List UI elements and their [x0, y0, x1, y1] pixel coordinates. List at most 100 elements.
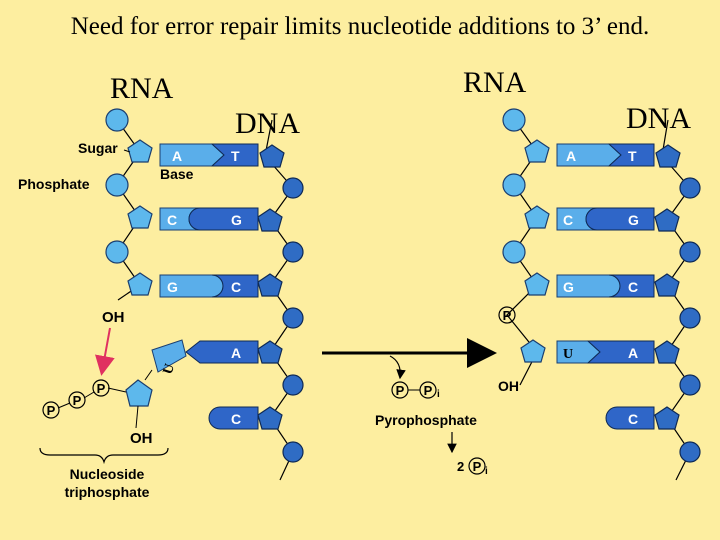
phosphate-symbol: P: [473, 459, 482, 474]
dna-sugar-node: [257, 406, 283, 430]
rna-phosphate-node: [502, 108, 526, 132]
rna-phosphate-node: [105, 173, 129, 197]
base-letter: C: [628, 279, 638, 295]
base-pair-dna: [210, 143, 259, 167]
phosphate-circle: [68, 391, 86, 409]
base-dna-only: [605, 406, 655, 430]
base-letter: A: [566, 148, 576, 164]
base-dna-only: [185, 340, 259, 364]
base-letter: C: [563, 212, 573, 228]
base-pair-dna: [586, 340, 655, 364]
rna-sugar-node: [520, 339, 546, 363]
dna-phosphate-node: [679, 441, 701, 463]
rna-sugar-node: [127, 205, 153, 229]
triphosphate-label: triphosphate: [65, 484, 150, 500]
incoming-base-letter: U: [161, 362, 178, 376]
oh-3prime-label: OH: [102, 309, 125, 326]
dna-phosphate-node: [679, 307, 701, 329]
base-pair-dna: [211, 274, 259, 298]
base-letter: A: [628, 345, 638, 361]
base-pair-dna: [607, 143, 655, 167]
left-dna-label: DNA: [235, 107, 300, 140]
rna-phosphate-node: [502, 240, 526, 264]
phosphate-symbol: P: [73, 393, 82, 408]
base-letter: A: [231, 345, 241, 361]
dna-sugar-node: [654, 340, 680, 364]
phosphate-circle: [498, 306, 516, 324]
phosphate-symbol: P: [396, 383, 405, 398]
sugar-label: Sugar: [78, 140, 118, 156]
phosphate-symbol: P: [503, 308, 512, 323]
phosphate-circle: [42, 401, 60, 419]
phosphate-symbol: P: [424, 383, 433, 398]
dna-phosphate-node: [282, 177, 304, 199]
pyrophosphate-label: Pyrophosphate: [375, 412, 477, 428]
left-rna-label: RNA: [110, 72, 174, 105]
nucleoside-label: Nucleoside: [70, 466, 145, 482]
base-letter: T: [231, 148, 240, 164]
rna-sugar-node: [127, 272, 153, 296]
base-letter: C: [628, 411, 638, 427]
base-pair-dna: [188, 207, 259, 231]
oh-incoming-label: OH: [130, 430, 153, 447]
attack-arrow: [95, 327, 115, 376]
rna-sugar-node: [524, 272, 550, 296]
phosphate-circle: [92, 379, 110, 397]
phosphate-symbol: P: [97, 381, 106, 396]
base-letter: C: [231, 279, 241, 295]
dna-phosphate-node: [679, 241, 701, 263]
dna-sugar-node: [257, 273, 283, 297]
base-letter: U: [563, 347, 573, 362]
rna-phosphate-node: [105, 108, 129, 132]
dna-sugar-node: [654, 208, 680, 232]
base-dna-only: [208, 406, 259, 430]
dna-phosphate-node: [282, 241, 304, 263]
rna-sugar-node: [524, 205, 550, 229]
dna-sugar-node: [259, 144, 285, 168]
base-label: Base: [160, 166, 194, 182]
dna-phosphate-node: [282, 374, 304, 396]
bracket: [39, 447, 169, 465]
dna-phosphate-node: [282, 307, 304, 329]
base-pair-dna: [608, 274, 655, 298]
two-label: 2: [457, 459, 464, 474]
right-rna-label: RNA: [463, 66, 527, 99]
rna-sugar-node: [524, 139, 550, 163]
base-letter: G: [563, 279, 574, 295]
rna-phosphate-node: [502, 173, 526, 197]
base-pair-rna: [159, 143, 225, 167]
right-dna-label: DNA: [626, 102, 691, 135]
base-letter: G: [628, 212, 639, 228]
base-letter: C: [167, 212, 177, 228]
base-letter: C: [231, 411, 241, 427]
base-pair-dna: [585, 207, 655, 231]
dna-phosphate-node: [282, 441, 304, 463]
phosphate-symbol: P: [47, 403, 56, 418]
dna-sugar-node: [654, 273, 680, 297]
base-letter: T: [628, 148, 637, 164]
dna-sugar-node: [654, 406, 680, 430]
base-letter: A: [172, 148, 182, 164]
incoming-base: [151, 339, 187, 373]
pyrophosphate-group: P P i Pyrophosphate 2 P i: [375, 355, 488, 477]
rna-sugar-node: [127, 139, 153, 163]
oh-new-3prime-label: OH: [498, 378, 519, 394]
phosphate-circle: [419, 381, 437, 399]
dna-sugar-node: [655, 144, 681, 168]
left-panel: RNA DNA A T C G: [18, 72, 304, 500]
pi-subscript: i: [437, 389, 440, 400]
rna-phosphate-node: [105, 240, 129, 264]
incoming-sugar: [125, 379, 153, 407]
base-letter: G: [231, 212, 242, 228]
dna-phosphate-node: [679, 374, 701, 396]
phosphate-label: Phosphate: [18, 176, 90, 192]
dna-sugar-node: [257, 208, 283, 232]
dna-phosphate-node: [679, 177, 701, 199]
phosphate-circle: [468, 457, 486, 475]
right-panel: RNA DNA P OH A T: [463, 66, 701, 481]
pi-subscript: i: [485, 466, 488, 477]
release-arrow: [389, 355, 406, 380]
dna-sugar-node: [257, 340, 283, 364]
base-letter: G: [167, 279, 178, 295]
